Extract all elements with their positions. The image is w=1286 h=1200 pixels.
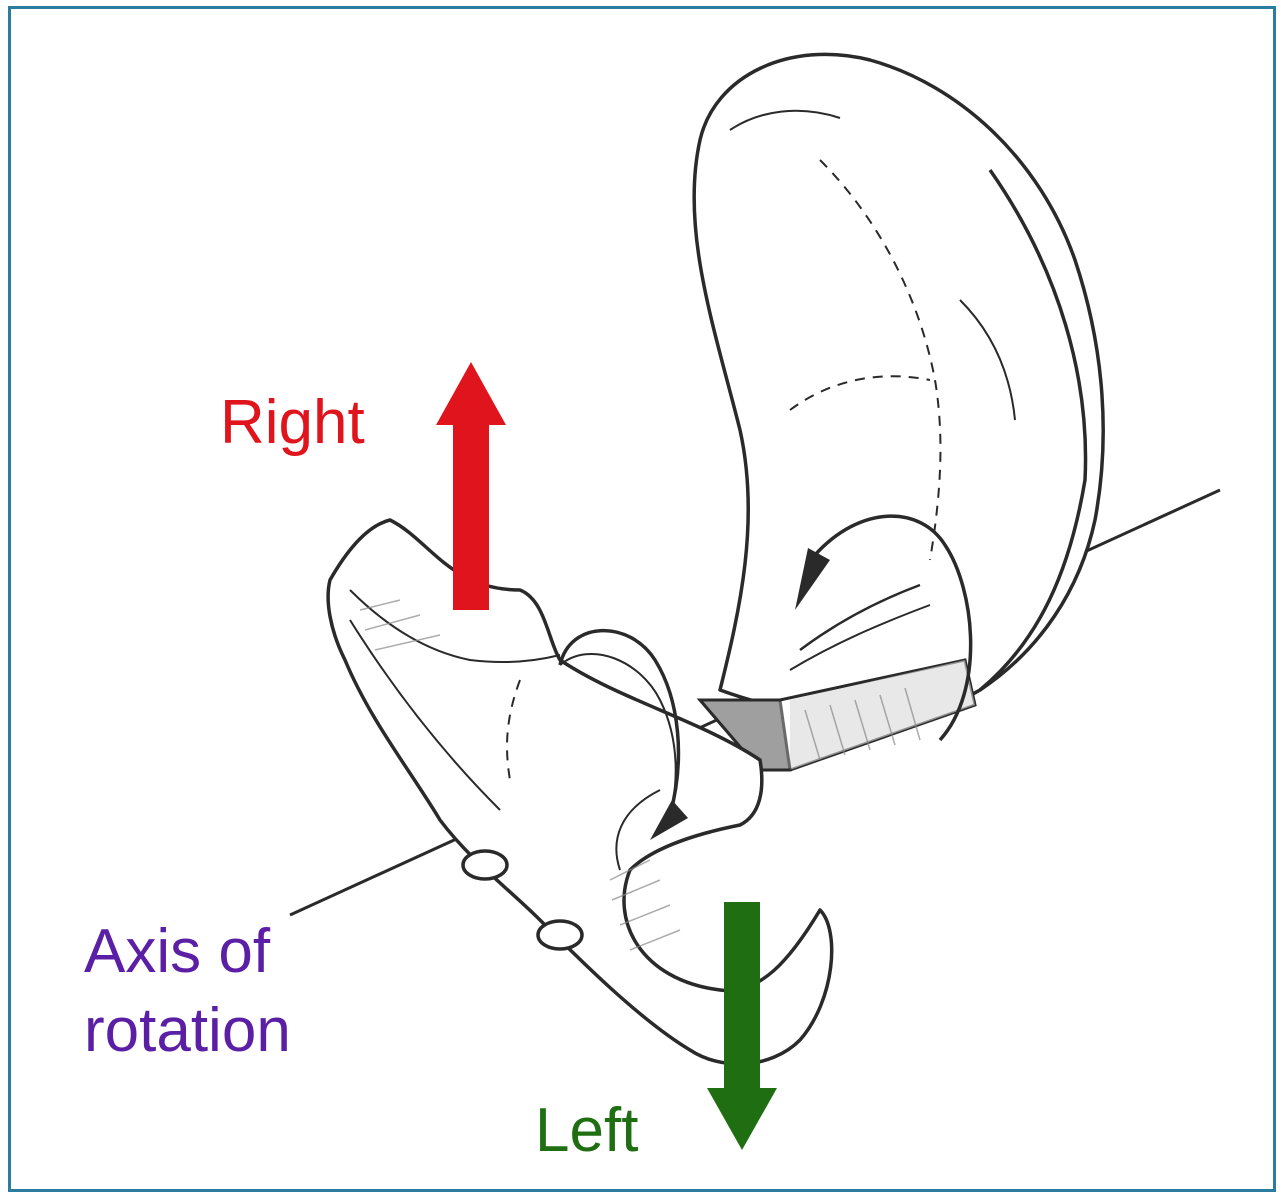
lower-structure bbox=[326, 518, 834, 1066]
left-label: Left bbox=[535, 1096, 639, 1165]
axis-label-line1: Axis of bbox=[84, 917, 271, 986]
left-arrow-icon bbox=[707, 902, 777, 1150]
right-label: Right bbox=[220, 388, 365, 457]
shading bbox=[359, 599, 921, 951]
rotation-arrows bbox=[558, 514, 973, 831]
axis-of-rotation-label: Axis of rotation bbox=[84, 912, 384, 1071]
upper-structure bbox=[692, 52, 1105, 719]
right-arrow-icon bbox=[436, 362, 506, 610]
axis-label-line2: rotation bbox=[84, 996, 291, 1066]
rotation-arrowheads bbox=[650, 548, 830, 840]
